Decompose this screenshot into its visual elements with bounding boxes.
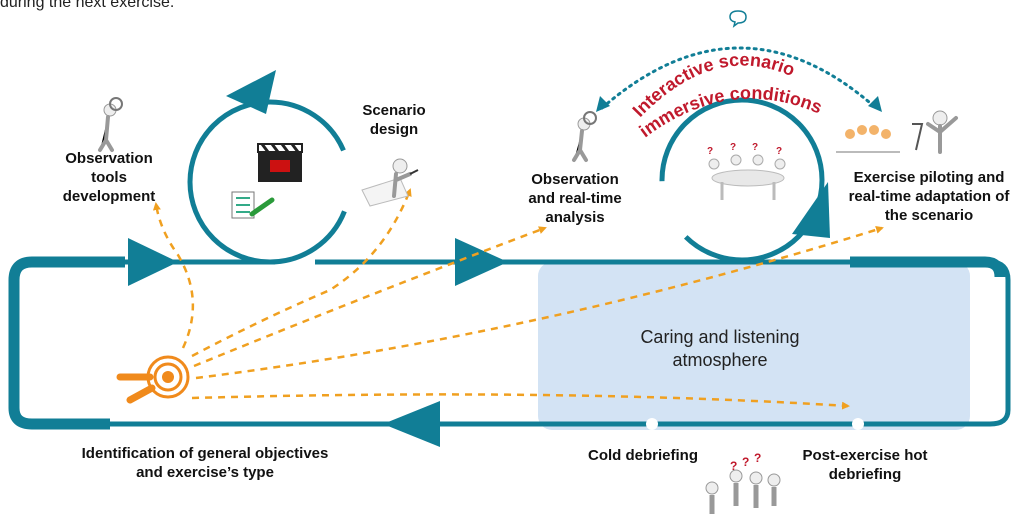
target-icon bbox=[116, 355, 190, 404]
main-loop-thick-left bbox=[8, 256, 125, 430]
arrow-to-hot-debrief bbox=[191, 393, 850, 410]
loop-arrow-3 bbox=[383, 401, 440, 447]
svg-text:?: ? bbox=[730, 142, 736, 153]
atmosphere-label: Caring and listening atmosphere bbox=[640, 327, 800, 370]
clapperboard-icon bbox=[257, 143, 303, 182]
interaction-arc bbox=[600, 46, 878, 110]
arc-arrow-right bbox=[868, 96, 882, 112]
writer-figure-icon bbox=[361, 158, 419, 207]
pencil-icon bbox=[249, 197, 275, 217]
scenario-cycle-arrow bbox=[226, 70, 276, 114]
arrow-to-tools bbox=[152, 202, 195, 349]
observation-tools-label: Observation tools development bbox=[62, 150, 156, 205]
question-figures-icon: ? ? ? bbox=[705, 451, 781, 514]
scenario-cycle bbox=[187, 99, 353, 265]
svg-text:?: ? bbox=[776, 146, 782, 157]
loop-arrow-1 bbox=[128, 238, 178, 286]
exercise-cycle bbox=[659, 97, 825, 263]
svg-text:?: ? bbox=[742, 455, 749, 469]
identification-label: Identification of general objectives and… bbox=[81, 445, 329, 481]
observation-realtime-label: Observation and real-time analysis bbox=[528, 171, 622, 226]
cold-debriefing-label: Cold debriefing bbox=[588, 447, 698, 464]
objective-arrows bbox=[152, 188, 884, 410]
meeting-table-icon: ? ? ? ? bbox=[707, 142, 786, 200]
loop-node-cold bbox=[646, 418, 658, 430]
chat-bubble-icon bbox=[729, 10, 747, 28]
arrow-to-scenario bbox=[191, 188, 412, 358]
loop-arrow-2 bbox=[455, 238, 508, 286]
conductor-figure-icon bbox=[836, 110, 958, 154]
checklist-icon bbox=[231, 191, 255, 219]
main-loop-thick-right bbox=[850, 256, 1006, 278]
magnifier-figure-icon bbox=[572, 111, 597, 162]
exercise-piloting-label: Exercise piloting and real-time adaptati… bbox=[848, 169, 1010, 224]
hot-debriefing-label: Post-exercise hot debriefing bbox=[802, 447, 928, 483]
svg-text:?: ? bbox=[752, 142, 758, 153]
scenario-design-label: Scenario design bbox=[362, 102, 426, 138]
arrow-to-piloting bbox=[195, 225, 884, 380]
atmosphere-panel bbox=[538, 262, 970, 430]
loop-node-hot bbox=[852, 418, 864, 430]
caption-fragment: during the next exercise. bbox=[0, 0, 175, 11]
svg-text:?: ? bbox=[707, 146, 713, 157]
exercise-cycle-arrow bbox=[792, 182, 830, 238]
arrow-to-observation bbox=[193, 226, 547, 368]
arc-arrow-left bbox=[596, 96, 610, 112]
svg-text:?: ? bbox=[730, 459, 737, 473]
magnifier-figure-icon bbox=[98, 97, 123, 152]
svg-text:?: ? bbox=[754, 451, 761, 465]
